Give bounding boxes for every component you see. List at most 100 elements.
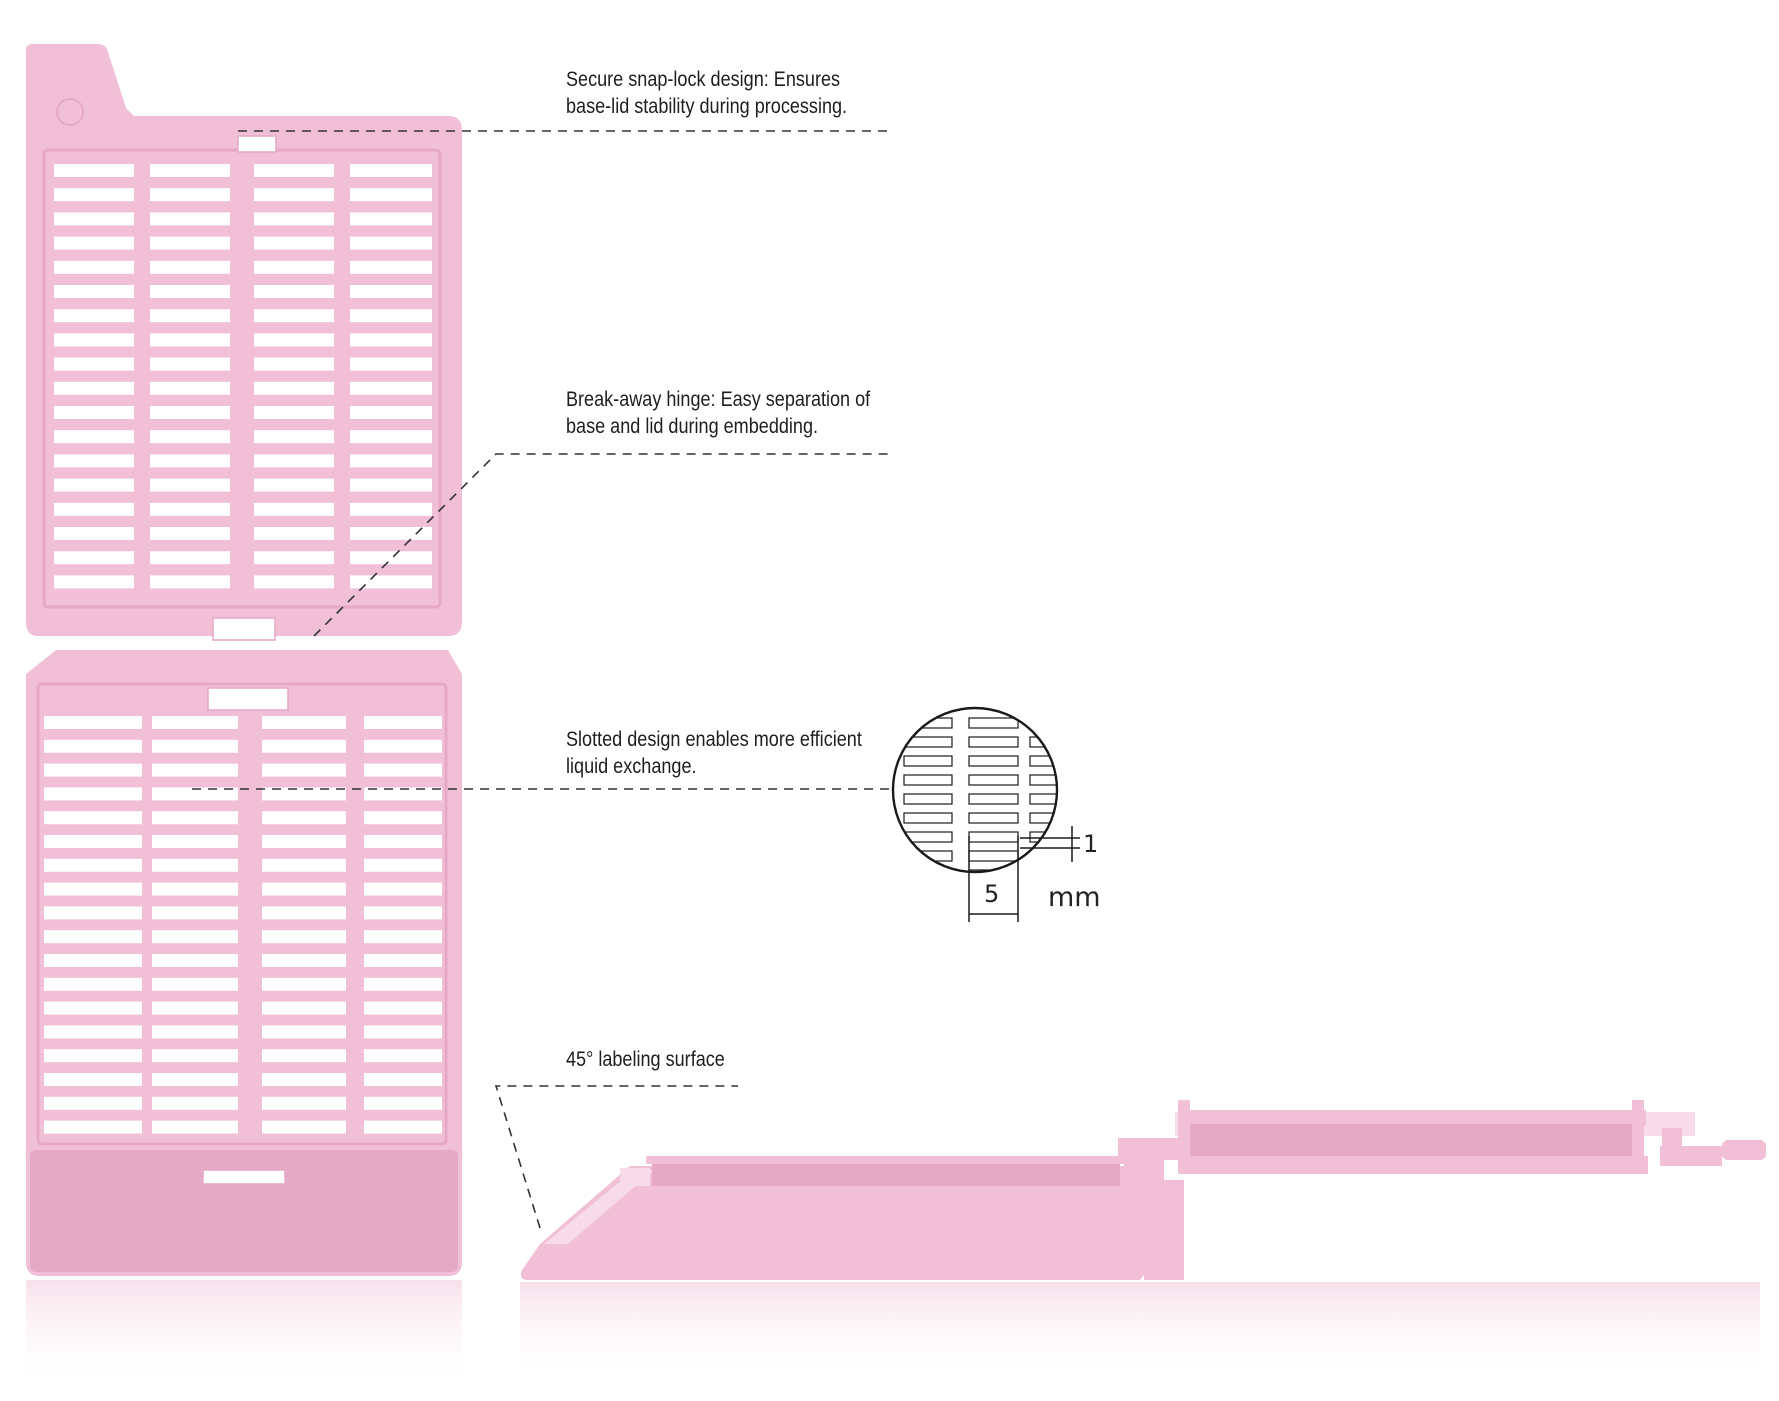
detail-slot: [968, 755, 1019, 767]
base-slot: [152, 716, 238, 729]
side-view-rib: [1380, 1132, 1386, 1146]
base-slot: [44, 716, 142, 729]
lid-slot: [150, 236, 230, 250]
base-slot: [152, 787, 238, 801]
lid-slot: [350, 260, 432, 274]
base-slot: [152, 1096, 238, 1110]
base-slot: [364, 1096, 442, 1110]
lid-slot: [254, 406, 334, 419]
base-slot: [152, 811, 238, 825]
snap-lock-line-2: base-lid stability during processing.: [566, 95, 848, 118]
lid-slot: [254, 381, 334, 395]
lid-slot: [150, 575, 230, 589]
snap-lock-line-1: Secure snap-lock design: Ensures: [566, 68, 841, 91]
slotted-callout: Slotted design enables more efficient li…: [566, 726, 862, 780]
base-slot: [364, 930, 442, 944]
base-slot: [44, 1096, 142, 1110]
side-view-rib: [1614, 1132, 1620, 1146]
lid-slot: [150, 188, 230, 202]
snap-lock-notch: [237, 135, 277, 153]
base-slot: [262, 858, 346, 872]
cassette-base: [26, 650, 462, 1276]
base-slot: [364, 835, 442, 848]
detail-slot: [903, 812, 953, 824]
lid-slot: [150, 212, 230, 226]
base-slot: [262, 1025, 346, 1039]
base-slot: [262, 882, 346, 896]
detail-slot: [904, 889, 952, 899]
base-slot: [364, 1049, 442, 1063]
detail-slot: [1029, 831, 1057, 843]
lid-slot: [350, 430, 432, 444]
unit-label: mm: [1048, 882, 1101, 913]
base-side: [520, 1166, 1158, 1280]
base-slot: [152, 763, 238, 777]
detail-slot: [903, 869, 953, 872]
lid-slot: [254, 502, 334, 516]
side-view-rib: [1272, 1132, 1278, 1146]
lid-slot: [254, 236, 334, 250]
lid-slot: [54, 478, 134, 492]
lid-slot: [254, 188, 334, 202]
lid-slot: [150, 527, 230, 540]
side-view-rib: [1236, 1132, 1242, 1146]
base-slot: [364, 858, 442, 872]
lid-slot: [350, 527, 432, 540]
base-slot: [364, 1001, 442, 1015]
detail-slot: [903, 793, 953, 805]
cassette-lid: [26, 44, 462, 641]
lid-slot: [150, 309, 230, 323]
lid-slot: [150, 430, 230, 444]
base-slot: [44, 835, 142, 848]
base-slot: [364, 763, 442, 777]
base-slot: [364, 716, 442, 729]
lid-slot: [254, 575, 334, 589]
detail-slot: [968, 812, 1019, 824]
side-view-rib: [1326, 1132, 1332, 1146]
base-slot: [262, 1073, 346, 1086]
lid-slot: [350, 309, 432, 323]
side-view-rib: [1560, 1132, 1566, 1146]
lid-slot: [350, 454, 432, 468]
base-slot: [262, 1001, 346, 1015]
base-slot: [44, 882, 142, 896]
detail-slot: [968, 774, 1019, 786]
lid-slot: [350, 333, 432, 347]
hinge-callout: Break-away hinge: Easy separation of bas…: [566, 386, 870, 440]
lid-slot: [254, 454, 334, 468]
base-slot: [262, 787, 346, 801]
lid-slot: [350, 575, 432, 589]
side-view-rib: [1362, 1132, 1368, 1146]
base-slot: [152, 835, 238, 848]
lid-slot: [150, 478, 230, 492]
hinge-leader: [313, 453, 888, 637]
lid-slot: [350, 236, 432, 250]
hinge-line-2: base and lid during embedding.: [566, 415, 819, 438]
base-slot: [262, 1049, 346, 1063]
detail-slot: [1029, 774, 1057, 786]
detail-slot: [1029, 736, 1057, 748]
base-slot: [152, 1049, 238, 1063]
lid-slot: [350, 285, 432, 298]
base-slot: [262, 739, 346, 753]
base-side-well: [652, 1160, 1120, 1186]
slot-width-dimension: [968, 836, 1019, 922]
side-view-rib: [1524, 1132, 1530, 1146]
base-slot: [44, 930, 142, 944]
side-view-rib: [1542, 1132, 1548, 1146]
base-slot-grid: [44, 716, 442, 1134]
lid-slot: [54, 333, 134, 347]
lid-slot: [254, 551, 334, 565]
lid-slot: [54, 551, 134, 565]
base-slot: [152, 858, 238, 872]
slotted-line-2: liquid exchange.: [566, 755, 697, 778]
lid-slot: [350, 551, 432, 565]
base-slot: [44, 811, 142, 825]
base-slot: [364, 1025, 442, 1039]
base-slot: [44, 739, 142, 753]
base-slot: [44, 858, 142, 872]
lid-slot: [54, 430, 134, 444]
base-slot: [44, 763, 142, 777]
